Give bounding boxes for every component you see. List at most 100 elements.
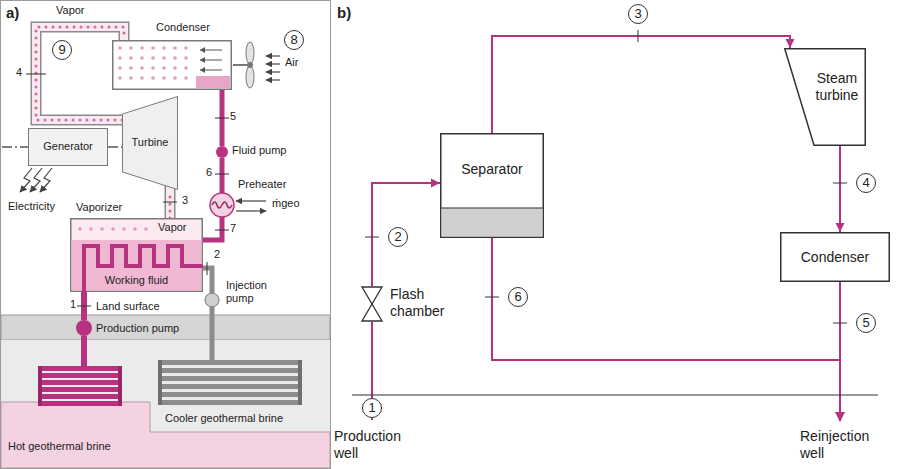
pipe-bore xyxy=(166,190,174,218)
callout-number: 5 xyxy=(856,313,876,333)
vapor-dot xyxy=(140,56,144,60)
condenser-fan xyxy=(233,42,280,88)
hot-brine-exchanger xyxy=(40,401,120,406)
state-tick xyxy=(163,202,177,203)
vapor-dot xyxy=(140,66,144,70)
vapor-dot xyxy=(118,76,122,80)
flash-chamber: Flash chamber xyxy=(360,286,472,322)
vapor-dot xyxy=(173,46,177,50)
part-label: Vapor xyxy=(56,4,85,17)
cooler-brine-exchanger xyxy=(160,400,300,405)
cooler-brine-exchanger xyxy=(160,376,300,381)
state-tick xyxy=(77,306,91,307)
callout-number: 4 xyxy=(16,66,22,79)
arrow-head xyxy=(786,39,795,48)
condenser-fan xyxy=(233,64,248,66)
callout-number: 3 xyxy=(628,4,648,24)
state-tick xyxy=(833,183,847,184)
state-tick xyxy=(638,30,639,42)
vaporizer-tank: VaporizerVaporWorking fluid xyxy=(70,218,203,292)
electricity-arrows xyxy=(20,168,52,192)
vapor-dot xyxy=(173,56,177,60)
vapor-dot xyxy=(144,227,148,231)
vapor-dot xyxy=(162,46,166,50)
part-label: a) xyxy=(6,4,19,22)
vapor-dot xyxy=(140,76,144,80)
vapor-dot xyxy=(184,76,188,80)
shaft-line xyxy=(2,146,28,148)
state-tick xyxy=(485,297,499,298)
vapor-dot xyxy=(184,66,188,70)
condenser-fan xyxy=(266,79,280,80)
ground-line xyxy=(352,395,878,396)
electricity-arrows xyxy=(20,168,32,192)
valve-half xyxy=(362,304,382,321)
panel-frame xyxy=(1,1,331,469)
flow-line xyxy=(372,183,440,286)
vapor-pipe xyxy=(170,190,171,218)
condenser-shell xyxy=(113,41,232,90)
callout-number: 6 xyxy=(508,287,528,307)
valve-half xyxy=(362,287,382,304)
vapor-dot xyxy=(173,76,177,80)
hot-brine-exchanger xyxy=(40,394,120,399)
vapor-dot xyxy=(118,56,122,60)
ground-layers xyxy=(1,315,330,468)
part-label: Fluid pump xyxy=(232,144,286,157)
node-label: Flash chamber xyxy=(390,286,468,320)
preheater-symbol xyxy=(236,210,266,211)
cooler-brine-exchanger xyxy=(160,368,300,373)
part-label: Reinjection well xyxy=(800,428,892,462)
callout-number: 2 xyxy=(388,227,408,247)
condenser-unit: Condenser xyxy=(112,40,232,90)
condenser-fan xyxy=(266,63,280,64)
panel-frame xyxy=(1,1,331,469)
vapor-dot xyxy=(118,46,122,50)
hot-brine-exchanger xyxy=(40,373,120,378)
state-tick xyxy=(215,118,229,119)
callout-number: 4 xyxy=(856,173,876,193)
arrow-head xyxy=(836,223,845,232)
callout-number: 8 xyxy=(284,30,304,50)
vapor-dot xyxy=(162,76,166,80)
vapor-dot xyxy=(151,56,155,60)
liquid-level xyxy=(442,208,543,237)
part-label: Cooler geothermal brine xyxy=(165,412,283,425)
part-label: Injection pump xyxy=(226,279,288,305)
condenser-fan xyxy=(266,55,280,56)
preheater-symbol xyxy=(212,202,232,208)
vapor-dot xyxy=(118,66,122,70)
state-tick xyxy=(215,230,229,231)
node-label: Separator xyxy=(440,161,544,178)
vapor-dot xyxy=(129,46,133,50)
pipe-bore xyxy=(36,27,124,120)
vapor-dot xyxy=(162,56,166,60)
condenser-fan xyxy=(246,42,254,64)
state-tick xyxy=(26,30,847,323)
callout-number: 7 xyxy=(230,222,236,235)
cooler-brine-exchanger xyxy=(160,360,300,365)
condenser-fan xyxy=(246,66,254,88)
cooler-brine-exchanger xyxy=(160,384,300,389)
cooler-brine-exchanger xyxy=(160,392,300,397)
ground-layers xyxy=(1,402,330,468)
flow-line xyxy=(492,36,790,133)
vapor-dot xyxy=(151,76,155,80)
node-label: Condenser xyxy=(780,249,890,266)
electricity-arrows xyxy=(30,168,42,192)
cooler-brine-exchanger xyxy=(158,307,302,405)
liquid-pipes xyxy=(203,90,222,240)
vapor-dot xyxy=(89,227,93,231)
condensate xyxy=(196,76,230,88)
callout-number: 1 xyxy=(362,398,382,418)
vapor-dot xyxy=(111,227,115,231)
part-label: Production pump xyxy=(96,322,179,335)
liquid-pipes xyxy=(220,158,225,193)
node-label: Working fluid xyxy=(70,274,203,287)
node-label: Turbine xyxy=(122,136,178,149)
preheater-symbol xyxy=(210,193,266,217)
hot-brine-exchanger xyxy=(40,387,120,392)
flow-arrow xyxy=(372,179,440,287)
